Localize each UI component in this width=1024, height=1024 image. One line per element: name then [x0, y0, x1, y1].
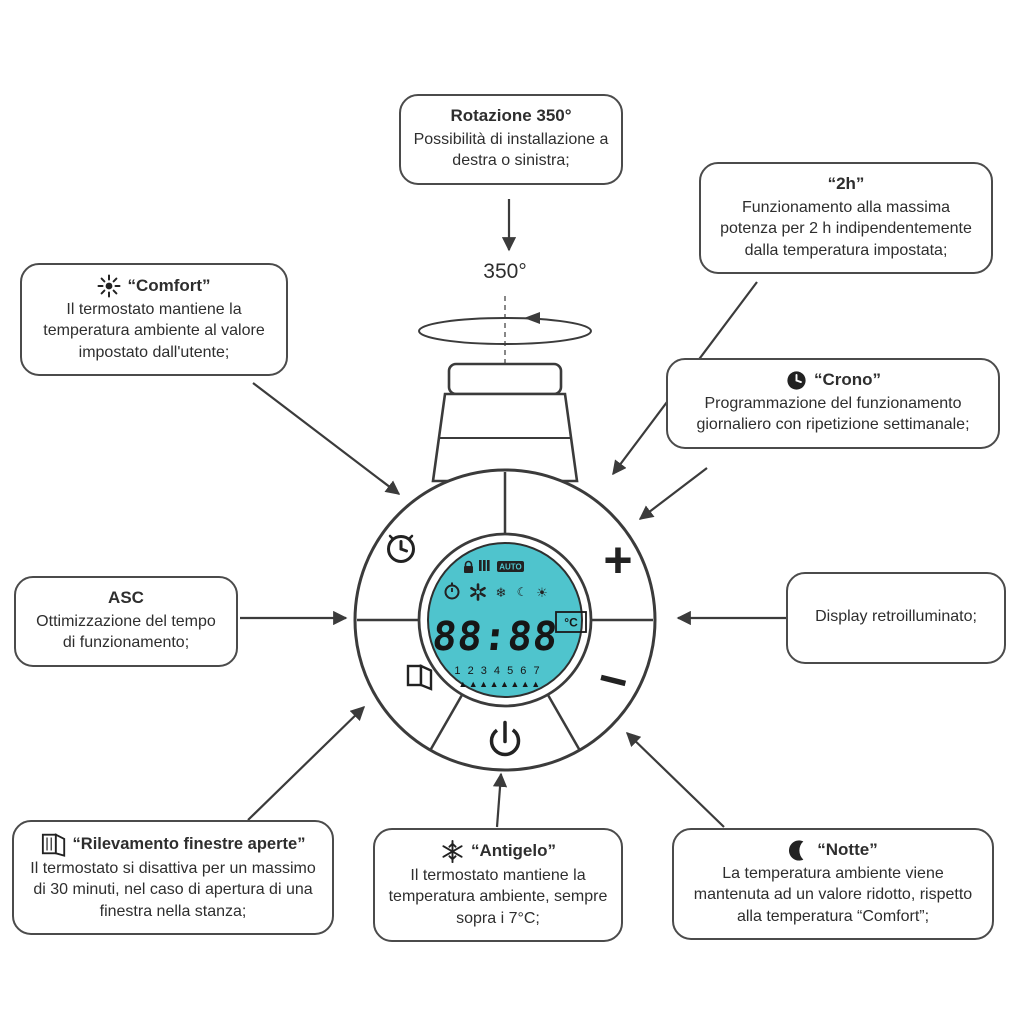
open-window-button-icon [406, 664, 433, 691]
lcd-screen [427, 542, 583, 698]
svg-text:88:88: 88:88 [430, 614, 560, 660]
lcd-status-row: AUTO [464, 560, 524, 573]
callout-2h-body: Funzionamento alla massima potenza per 2… [720, 198, 972, 259]
callout-comfort-title: “Comfort” [127, 275, 211, 295]
callout-notte-body: La temperatura ambiente viene mantenuta … [693, 865, 973, 925]
arrow-comfort [252, 382, 401, 495]
timer-button-icon [387, 534, 415, 563]
rotation-arrowhead-icon [524, 312, 540, 324]
svg-text:AUTO: AUTO [499, 563, 522, 572]
svg-text:°C: °C [564, 616, 578, 630]
callout-display: Display retroilluminato; [786, 572, 1006, 664]
callout-notte-title: “Notte” [817, 840, 878, 860]
rotation-angle-label: 350° [483, 260, 526, 283]
valve-cap [447, 362, 563, 396]
lcd-radiator-icon [479, 560, 490, 571]
callout-antigelo: “Antigelo” Il termostato mantiene la tem… [373, 828, 623, 943]
callout-comfort-body: Il termostato mantiene la temperatura am… [43, 301, 265, 361]
callout-2h-title: “2h” [827, 174, 865, 193]
moon-icon [788, 839, 811, 862]
callout-2h: “2h” Funzionamento alla massima potenza … [699, 162, 993, 275]
rotation-ellipse [418, 317, 592, 345]
arrow-notte [625, 732, 725, 828]
lcd-moon-icon: ☾ [517, 585, 528, 599]
lcd-mode-row: ❄ ☾ ☀ [444, 582, 548, 601]
lcd-week-days: 1 2 3 4 5 6 7 [454, 665, 541, 677]
ring-dividers [357, 472, 653, 750]
connector-arrows [240, 199, 786, 828]
callout-crono: “Crono” Programmazione del funzionamento… [666, 358, 1000, 449]
ring-divider-bottom-right [546, 694, 581, 750]
lcd-snowflake-icon: ❄ [496, 585, 507, 600]
ring-divider-bottom-left [429, 694, 464, 750]
arrow-crono [638, 467, 708, 520]
callout-finestre-body: Il termostato si disattiva per un massim… [30, 860, 316, 920]
lcd-timer-icon [444, 582, 460, 600]
callout-crono-title: “Crono” [813, 370, 882, 390]
callout-crono-body: Programmazione del funzionamento giornal… [696, 395, 970, 434]
callout-display-body: Display retroilluminato; [815, 608, 977, 626]
lcd-lock-icon [464, 560, 473, 573]
lcd-time: 88:88 [430, 614, 560, 660]
plus-button: + [603, 532, 632, 588]
lcd-auto-badge: AUTO [497, 561, 524, 572]
callout-rotazione-body: Possibilità di installazione a destra o … [413, 130, 609, 170]
lcd-day-markers: ▲▲▲▲▲▲▲▲ [458, 679, 541, 689]
lcd-sun-icon: ☀ [536, 585, 548, 600]
sun-icon [97, 274, 121, 298]
callout-finestre-title: “Rilevamento finestre aperte” [72, 834, 306, 853]
callout-antigelo-title: “Antigelo” [471, 841, 556, 861]
lcd-unit-badge: °C [555, 611, 587, 633]
arrow-finestre [247, 706, 366, 821]
callout-rotazione: Rotazione 350° Possibilità di installazi… [399, 94, 623, 185]
callout-asc: ASC Ottimizzazione del tempo di funziona… [14, 576, 238, 667]
clock-icon [785, 369, 808, 392]
callout-comfort: “Comfort” Il termostato mantiene la temp… [20, 263, 288, 377]
snowflake-icon [440, 839, 465, 864]
callout-notte: “Notte” La temperatura ambiente viene ma… [672, 828, 994, 941]
arrow-antigelo [492, 772, 508, 828]
power-button-icon [489, 720, 521, 757]
callout-rotazione-title: Rotazione 350° [450, 106, 572, 125]
callout-asc-title: ASC [108, 588, 144, 607]
callout-asc-body: Ottimizzazione del tempo di funzionament… [36, 612, 216, 652]
callout-antigelo-body: Il termostato mantiene la temperatura am… [388, 867, 608, 927]
open-window-icon [41, 831, 67, 857]
callout-finestre: “Rilevamento finestre aperte” Il termost… [12, 820, 334, 936]
lcd-gear-icon [470, 583, 486, 601]
